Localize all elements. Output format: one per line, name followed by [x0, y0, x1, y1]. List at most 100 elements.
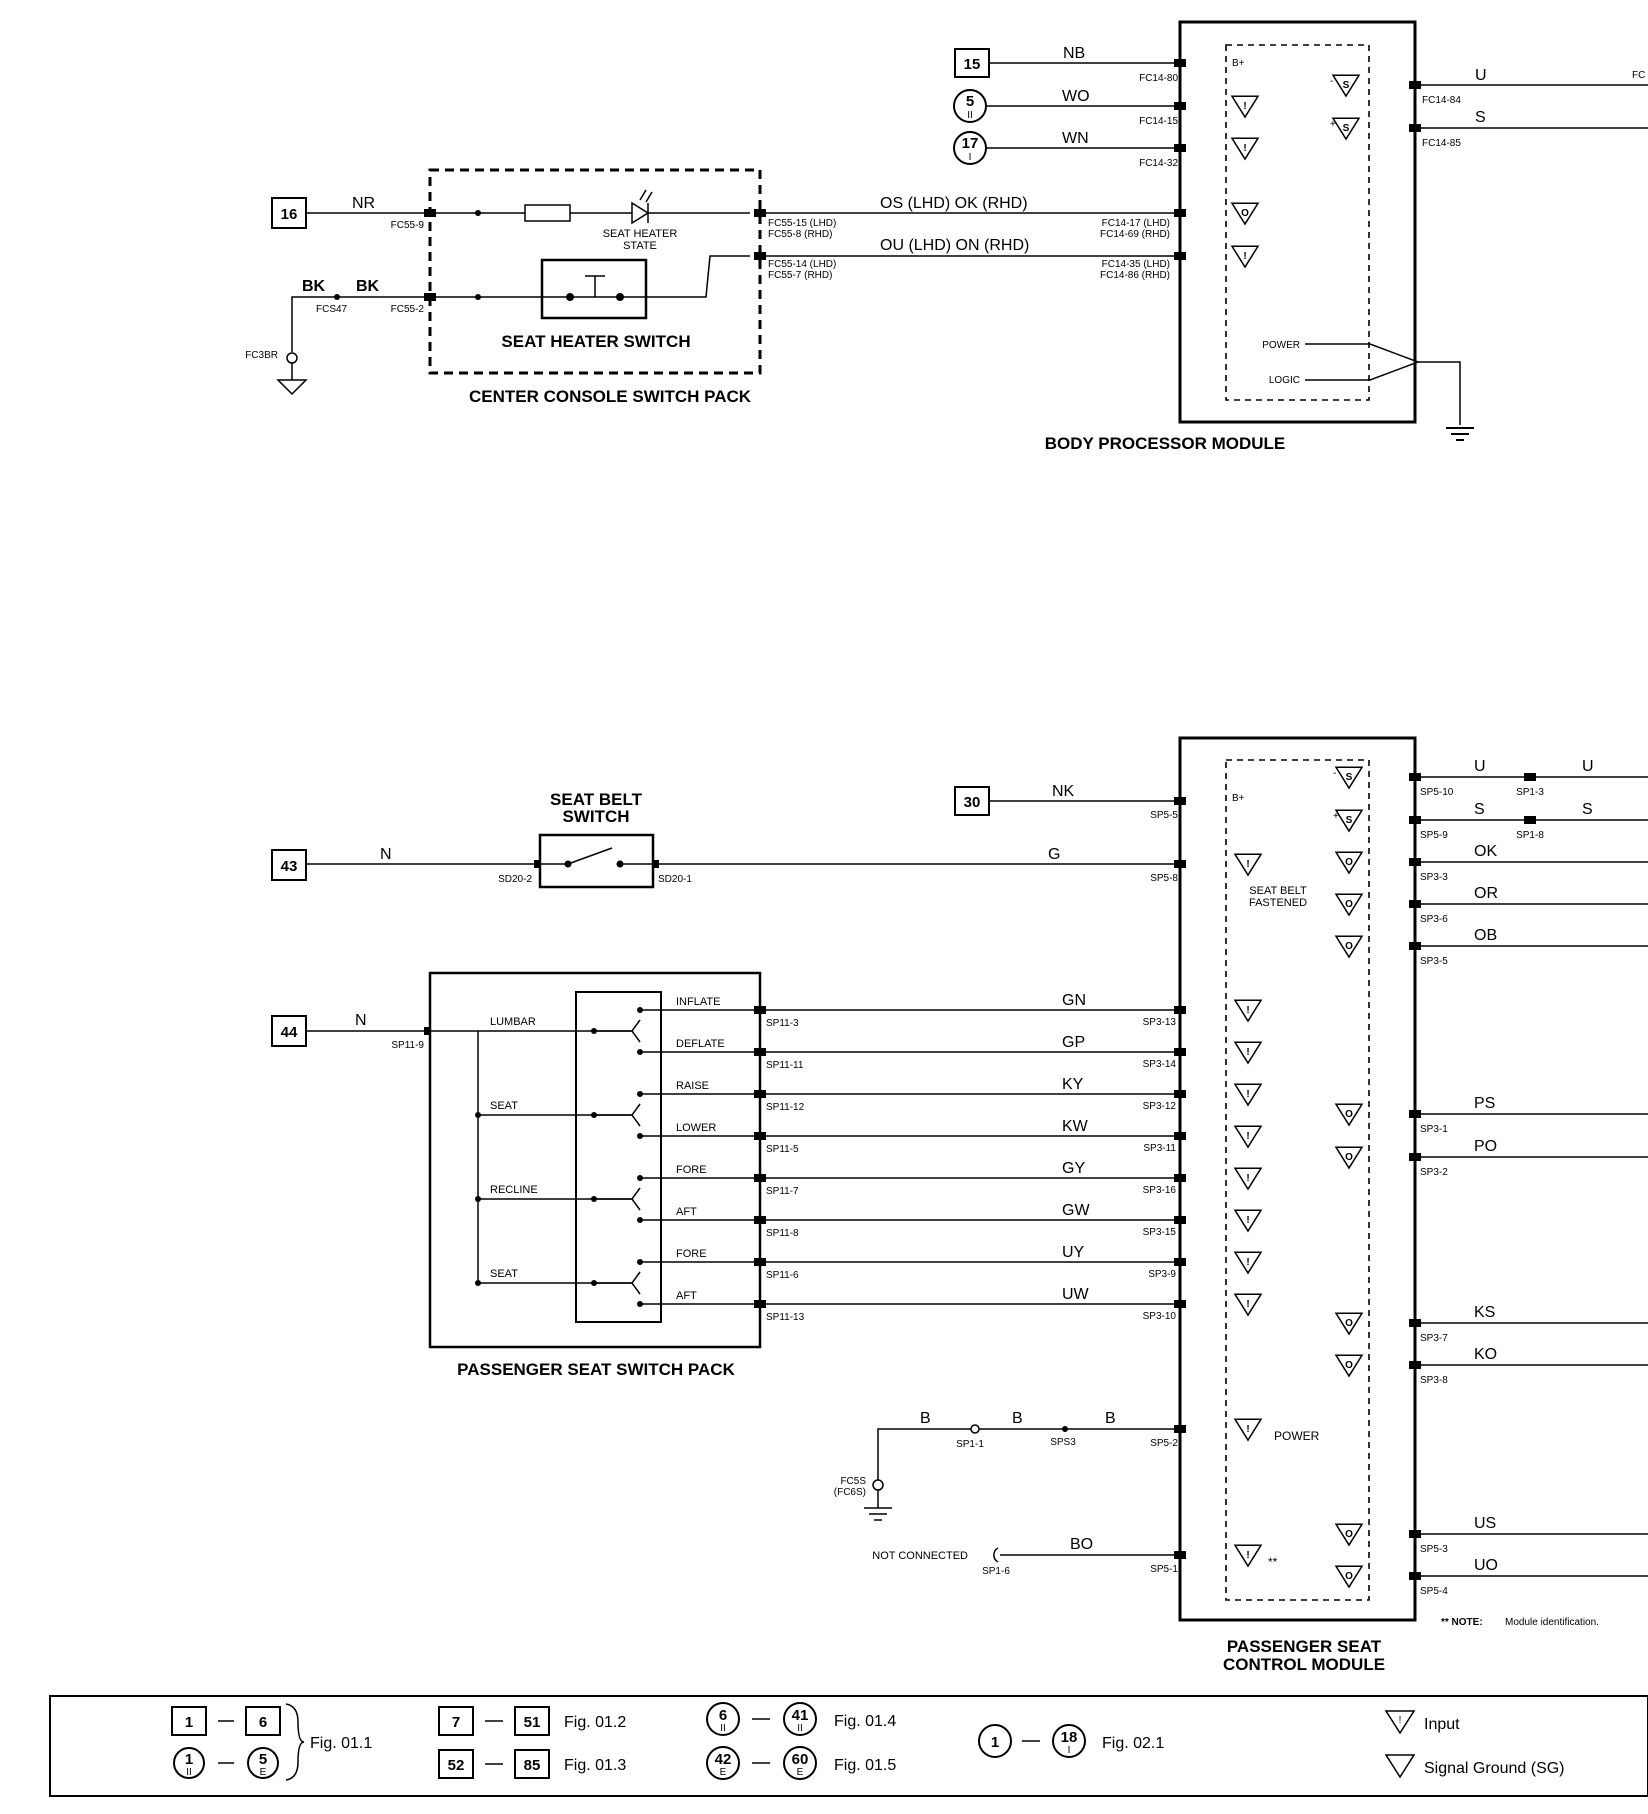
led-label-1: SEAT HEATER	[603, 228, 678, 240]
pscm-output-icon	[1334, 893, 1364, 917]
pscm-input-icon	[1233, 1083, 1263, 1107]
pin-sp11-8: SP11-8	[766, 1228, 799, 1239]
pin-sp3-5: SP3-5	[1420, 956, 1448, 967]
pscm-title-1: PASSENGER SEAT	[1227, 1637, 1382, 1656]
legend-g1-c: 1	[185, 1751, 193, 1768]
connector-pin	[1409, 858, 1421, 866]
pssp-switch-label: AFT	[676, 1206, 697, 1218]
connector-pin	[1409, 1153, 1421, 1161]
junction-dot	[475, 210, 481, 216]
wire-label: GN	[1062, 992, 1086, 1009]
pin-fc14-69: FC14-69 (RHD)	[1100, 229, 1170, 240]
pin-fc55-9: FC55-9	[391, 220, 425, 231]
ref-circle-5-sub: II	[967, 110, 973, 121]
switch-contact	[564, 860, 572, 868]
wire-out-label: KS	[1474, 1304, 1495, 1321]
pin-fc14-86: FC14-86 (RHD)	[1100, 270, 1170, 281]
ccsp-switch-circuit	[430, 255, 750, 298]
pin-sp3-3: SP3-3	[1420, 872, 1448, 883]
bpm-logic-label: LOGIC	[1269, 375, 1300, 386]
pssp-switch-blade	[594, 1282, 641, 1295]
pin-sp11-13: SP11-13	[766, 1312, 805, 1323]
bpm-input-icon	[1230, 137, 1260, 161]
legend-g1-d-sub: E	[260, 1767, 267, 1778]
wire-out-label: OK	[1474, 843, 1497, 860]
pin-sp5-1: SP5-1	[1150, 1564, 1178, 1575]
ref-box-44-label: 44	[281, 1024, 298, 1041]
wire-n-pssp-label: N	[355, 1012, 367, 1029]
ccsp-title: CENTER CONSOLE SWITCH PACK	[469, 387, 752, 406]
pin-sp3-15: SP3-15	[1143, 1227, 1177, 1238]
pssp-switch-blade	[594, 1114, 641, 1127]
connector-pin	[754, 1174, 766, 1182]
seat-heater-switch-label: SEAT HEATER SWITCH	[501, 332, 690, 351]
legend-circle-18	[1052, 1724, 1086, 1758]
pin-sp3-12: SP3-12	[1143, 1101, 1177, 1112]
bpm-input-icons: !!O!SS-+	[424, 59, 1421, 301]
wire-bo-label: BO	[1070, 1536, 1093, 1553]
pin-sp11-6: SP11-6	[766, 1270, 799, 1281]
pin-sp11-11: SP11-11	[766, 1060, 804, 1071]
connector-pin	[754, 1258, 766, 1266]
pin-sd20-1: SD20-1	[658, 874, 692, 885]
splice-fcs47	[334, 294, 340, 300]
legend-g2-b: 51	[524, 1714, 541, 1731]
pscm-input-icon	[1233, 1209, 1263, 1233]
pin-sp3-8: SP3-8	[1420, 1375, 1448, 1386]
pin-sd20-2: SD20-2	[498, 874, 532, 885]
wire-out-label: S	[1474, 801, 1485, 818]
connector-pin	[1409, 773, 1421, 781]
ground-icon	[864, 1490, 892, 1521]
legend-g3-c-sub: E	[720, 1767, 727, 1778]
legend-circle-42	[706, 1746, 740, 1780]
pin-fc55-14: FC55-14 (LHD)	[768, 259, 836, 270]
pscm-output-icon	[1334, 1312, 1364, 1336]
legend-circle-6	[706, 1702, 740, 1736]
pscm-bplus-label: B+	[1232, 793, 1245, 804]
pin-sp11-9: SP11-9	[391, 1040, 424, 1051]
legend-box-1	[171, 1706, 207, 1736]
minus-sign: -	[1333, 768, 1336, 779]
connector-pin	[1409, 816, 1421, 824]
legend-g2-c: 52	[448, 1757, 465, 1774]
pin-sp3-16: SP3-16	[1143, 1185, 1177, 1196]
legend-g3-d-sub: E	[797, 1767, 804, 1778]
pssp-switch-blade	[594, 1030, 641, 1043]
wire-n-seatbelt-label: N	[380, 846, 392, 863]
legend-g3-fig-b: Fig. 01.5	[834, 1757, 896, 1774]
pscm-output-icon-mark: O	[1345, 1529, 1353, 1540]
pscm-input-icon	[1233, 1418, 1263, 1442]
pin-fc14-32: FC14-32	[1139, 158, 1178, 169]
connector-pin	[1409, 1572, 1421, 1580]
pscm-internal-boundary	[1225, 759, 1370, 1601]
connector-pin	[1409, 1530, 1421, 1538]
pin-sp3-2: SP3-2	[1420, 1167, 1448, 1178]
bpm-serial-icon-mark: S	[1343, 80, 1350, 91]
wire-out-label: US	[1474, 1515, 1496, 1532]
legend-g2-fig-a: Fig. 01.2	[564, 1714, 626, 1731]
legend-g4-fig: Fig. 02.1	[1102, 1735, 1164, 1752]
wire-g-label: G	[1048, 846, 1060, 863]
legend-g2-d: 85	[524, 1757, 541, 1774]
ground-fc3br-label: FC3BR	[245, 350, 278, 361]
bpm-input-icon-mark: !	[1243, 101, 1246, 112]
legend-g2-a: 7	[452, 1714, 460, 1731]
wire-u-top-label: U	[1475, 67, 1487, 84]
pin-fc14-84: FC14-84	[1422, 95, 1461, 106]
bpm-output-icon	[1230, 202, 1260, 226]
pin-fc55-15: FC55-15 (LHD)	[768, 218, 836, 229]
seat-belt-switch	[538, 833, 655, 889]
legend-g3-a: 6	[719, 1707, 727, 1724]
pin-sp5-8: SP5-8	[1150, 873, 1178, 884]
connector-pin	[754, 1048, 766, 1056]
legend-box-85	[514, 1749, 550, 1779]
pscm-input-icon	[1233, 1125, 1263, 1149]
pin-sp3-7: SP3-7	[1420, 1333, 1448, 1344]
legend-g4-b: 18	[1061, 1729, 1078, 1746]
bpm-input-icon	[1230, 95, 1260, 119]
pscm-input-icon-mark: !	[1246, 1215, 1249, 1226]
pscm-output-icon	[1334, 1565, 1364, 1589]
legend-g1-d: 5	[259, 1751, 267, 1768]
note-text: Module identification.	[1505, 1617, 1599, 1628]
